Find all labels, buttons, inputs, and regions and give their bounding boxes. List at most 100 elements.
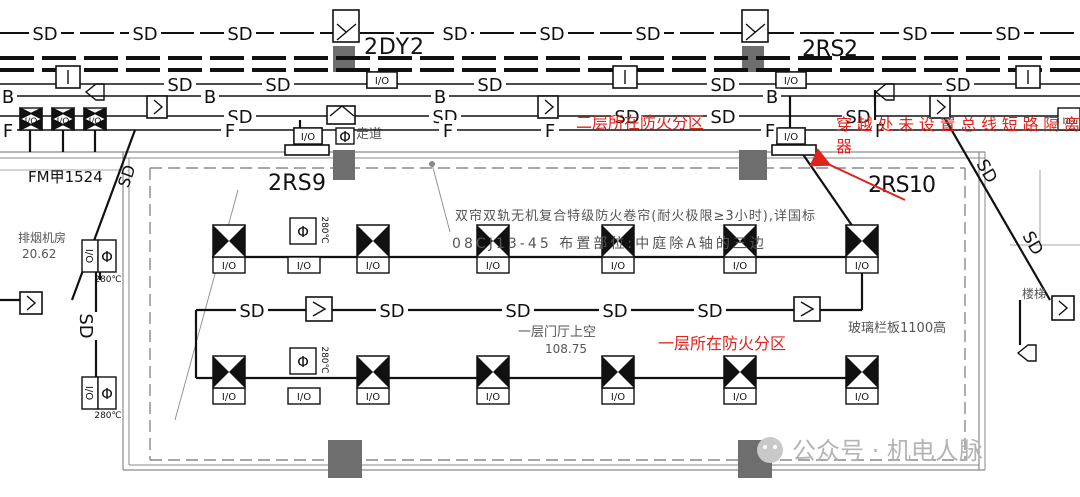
io-label: I/O — [297, 261, 311, 272]
f-label: F — [765, 121, 775, 142]
damper-280 — [97, 239, 117, 273]
sd-label: SD — [167, 75, 192, 96]
io-label: I/O — [83, 386, 94, 400]
sd-label: SD — [995, 24, 1020, 45]
io-label: I/O — [486, 261, 500, 272]
sd-label: SD — [75, 313, 96, 338]
sd-gap — [842, 106, 874, 126]
smoke-room-level: 20.62 — [22, 247, 56, 261]
sd-gap — [707, 74, 739, 94]
temp-label: 280℃ — [94, 275, 121, 285]
fire-dampers — [212, 224, 879, 389]
io-module — [287, 387, 321, 405]
io-label: I/O — [1063, 117, 1076, 127]
damper-280 — [97, 376, 117, 410]
io-label: I/O — [611, 261, 625, 272]
sd-gap — [236, 300, 268, 320]
sd-label: SD — [32, 24, 57, 45]
io-label: I/O — [855, 261, 869, 272]
fire-damper-mark — [213, 225, 245, 257]
io-label: I/O — [57, 117, 70, 127]
sd-label: SD — [1018, 228, 1047, 259]
f-label: F — [875, 121, 885, 142]
sd-label: SD — [227, 24, 252, 45]
walls — [0, 151, 1080, 471]
b-gap — [201, 86, 219, 106]
sd-gap — [632, 23, 664, 43]
damper-280 — [335, 127, 355, 145]
f-gap — [0, 120, 17, 140]
red-label-2f-zone: 二层所在防火分区 — [576, 113, 704, 132]
b-label: B — [434, 87, 446, 108]
b-gap — [0, 86, 17, 106]
tag-2rs10: 2RS10 — [868, 173, 936, 198]
b-label: B — [766, 87, 778, 108]
tag-2rs9: 2RS9 — [268, 171, 326, 196]
sd-gap — [224, 23, 256, 43]
sd-label: SD — [710, 107, 735, 128]
leader-dot — [429, 161, 435, 167]
phi-symbol: Φ — [297, 223, 309, 241]
red-label-1f-zone: 一层所在防火分区 — [658, 334, 786, 353]
wiring — [0, 90, 1051, 385]
sd-label: SD — [132, 24, 157, 45]
io-label: I/O — [89, 117, 102, 127]
f-label: F — [3, 121, 13, 142]
sd-gap — [376, 300, 408, 320]
b-label: B — [2, 87, 14, 108]
fire-damper-mark — [477, 356, 509, 388]
red-note-line-2: 器 — [836, 137, 852, 156]
io-label: I/O — [784, 76, 798, 87]
b-gap — [431, 86, 449, 106]
stair-label: 楼梯 — [1022, 286, 1046, 301]
fire-damper-mark — [602, 225, 634, 257]
sd-gap — [611, 106, 643, 126]
io-label: I/O — [611, 392, 625, 403]
f-label: F — [225, 121, 235, 142]
sd-label: SD — [902, 24, 927, 45]
sd-gap — [942, 74, 974, 94]
sd-gap — [694, 300, 726, 320]
sd-gap — [992, 23, 1024, 43]
fm-label: FM甲1524 — [28, 168, 103, 186]
sd-gap — [899, 23, 931, 43]
sd-label: SD — [477, 75, 502, 96]
sd-gap — [76, 312, 100, 340]
fire-damper-mark — [724, 356, 756, 388]
damper-280 — [289, 217, 317, 245]
f-gap — [221, 120, 239, 140]
b-gap — [763, 86, 781, 106]
io-label: I/O — [375, 76, 389, 87]
io-label: I/O — [301, 132, 315, 143]
red-arrow — [809, 148, 906, 201]
fire-damper-mark — [357, 225, 389, 257]
watermark: 公众号 · 机电人脉 — [757, 437, 983, 465]
sd-label: SD — [505, 301, 530, 322]
sd-label: SD — [945, 75, 970, 96]
io-label: I/O — [25, 117, 38, 127]
atrium-label: 一层门厅上空 — [518, 325, 596, 340]
f-label: F — [443, 121, 453, 142]
phi-symbol: Φ — [297, 353, 309, 371]
fire-damper-mark — [602, 356, 634, 388]
phi-symbol: Φ — [101, 385, 113, 403]
sd-gap — [164, 74, 196, 94]
sd-label: SD — [614, 107, 639, 128]
io-label: I/O — [733, 392, 747, 403]
temp-label: 280℃ — [319, 216, 329, 243]
sd-gap — [707, 106, 739, 126]
damper-280 — [289, 347, 317, 375]
temp-label: 280℃ — [94, 411, 121, 421]
io-label: I/O — [784, 132, 798, 143]
io-label: I/O — [486, 392, 500, 403]
f-gap — [541, 120, 559, 140]
top-left-detectors — [18, 106, 1080, 132]
railing-label: 玻璃栏板1100高 — [848, 320, 946, 336]
fire-damper-mark — [357, 356, 389, 388]
io-label: I/O — [297, 392, 311, 403]
symbol-marks — [26, 23, 1069, 362]
io-label: I/O — [222, 392, 236, 403]
sd-gap — [536, 23, 568, 43]
atrium-level: 108.75 — [545, 342, 587, 356]
